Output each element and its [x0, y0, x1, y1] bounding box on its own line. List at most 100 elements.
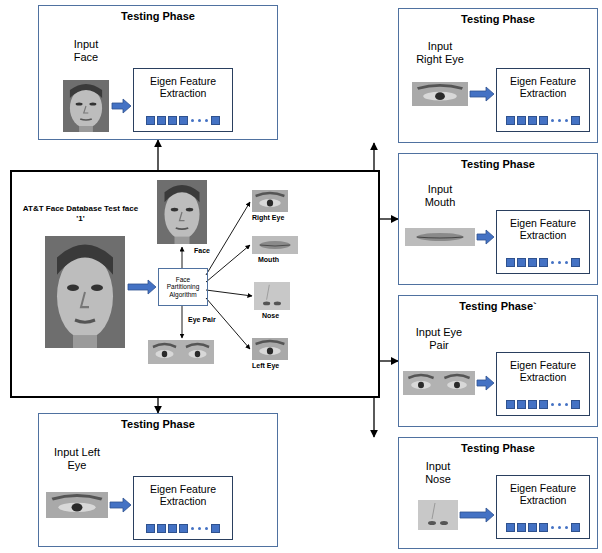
input-label: Input Right Eye	[415, 40, 465, 66]
eye-image	[46, 492, 108, 518]
ellipsis-dot	[205, 119, 208, 122]
connector-arrow	[380, 218, 398, 219]
ellipsis-dot	[551, 403, 554, 406]
vector-cell	[506, 116, 515, 125]
vector-cell	[528, 400, 537, 409]
feature-vector	[497, 523, 589, 532]
vector-cell	[539, 400, 548, 409]
mouth-image	[252, 236, 298, 254]
nose-image	[254, 282, 290, 310]
vector-cell	[517, 400, 526, 409]
eigen-feature-box: Eigen Feature Extraction	[133, 476, 233, 540]
box-title: Testing Phase	[399, 158, 597, 171]
vector-cell	[168, 524, 177, 533]
testing-phase-box: Testing PhaseInput Right EyeEigen Featur…	[398, 8, 598, 143]
input-label: Input Eye Pair	[414, 326, 464, 352]
vector-cell	[211, 116, 220, 125]
box-title: Testing Phase	[39, 10, 277, 23]
connector-arrow	[157, 140, 158, 170]
ellipsis-dot	[198, 527, 201, 530]
vector-cell	[157, 524, 166, 533]
face-part-image	[157, 180, 207, 244]
vector-cell	[528, 116, 537, 125]
vector-cell	[528, 523, 537, 532]
panel-heading: AT&T Face Database Test face '1'	[18, 204, 143, 224]
input-label: Input Face	[61, 38, 111, 64]
vector-cell	[146, 116, 155, 125]
ellipsis-dot	[558, 403, 561, 406]
connector-arrow	[373, 143, 374, 170]
box-text: Eigen Feature Extraction	[497, 211, 589, 241]
feature-vector	[497, 116, 589, 125]
vector-cell	[517, 116, 526, 125]
eigen-feature-box: Eigen Feature Extraction	[496, 352, 590, 416]
vector-cell	[506, 523, 515, 532]
vector-cell	[571, 116, 580, 125]
vector-cell	[168, 116, 177, 125]
right-eye-image	[252, 190, 288, 212]
box-text: Eigen Feature Extraction	[497, 476, 589, 506]
eye-pair-image	[148, 340, 214, 364]
vector-cell	[157, 116, 166, 125]
ellipsis-dot	[565, 403, 568, 406]
ellipsis-dot	[551, 526, 554, 529]
input-label: Input Left Eye	[52, 446, 102, 472]
box-title: Testing Phase`	[399, 300, 597, 313]
vector-cell	[146, 524, 155, 533]
input-label: Input Mouth	[415, 183, 465, 209]
testing-phase-box: Testing Phase` Input Eye PairEigen Featur…	[398, 295, 598, 427]
testing-phase-box: Testing PhaseInput MouthEigen Feature Ex…	[398, 153, 598, 285]
box-text: Eigen Feature Extraction	[134, 69, 232, 99]
eigen-feature-box: Eigen Feature Extraction	[496, 68, 590, 132]
face-image	[63, 80, 109, 132]
ellipsis-dot	[565, 261, 568, 264]
ellipsis-dot	[551, 119, 554, 122]
feature-vector	[134, 116, 232, 125]
testing-phase-box: Testing PhaseInput Left EyeEigen Feature…	[38, 413, 278, 547]
ellipsis-dot	[205, 527, 208, 530]
vector-cell	[571, 523, 580, 532]
box-title: Testing Phase	[39, 418, 277, 431]
feature-vector	[134, 524, 232, 533]
ellipsis-dot	[558, 119, 561, 122]
vector-cell	[539, 523, 548, 532]
ellipsis-dot	[551, 261, 554, 264]
feature-vector	[497, 400, 589, 409]
vector-cell	[571, 400, 580, 409]
vector-cell	[528, 258, 537, 267]
part-label: Face	[194, 247, 210, 255]
eye-image	[412, 82, 468, 106]
vector-cell	[179, 524, 188, 533]
box-text: Eigen Feature Extraction	[497, 69, 589, 99]
eigen-feature-box: Eigen Feature Extraction	[496, 475, 590, 539]
eigen-feature-box: Eigen Feature Extraction	[133, 68, 233, 132]
box-title: Testing Phase	[399, 13, 597, 26]
part-label: Mouth	[258, 256, 279, 264]
partition-arrows	[182, 202, 252, 349]
test-face-image	[45, 236, 125, 348]
box-title: Testing Phase	[399, 442, 597, 455]
ellipsis-dot	[191, 527, 194, 530]
part-label: Eye Pair	[188, 316, 216, 324]
ellipsis-dot	[558, 261, 561, 264]
connector-arrow	[373, 398, 374, 437]
connector-arrow	[380, 360, 398, 361]
box-text: Eigen Feature Extraction	[134, 477, 232, 507]
ellipsis-dot	[191, 119, 194, 122]
vector-cell	[571, 258, 580, 267]
vector-cell	[506, 258, 515, 267]
feature-vector	[497, 258, 589, 267]
ellipsis-dot	[565, 526, 568, 529]
connector-arrow	[157, 398, 158, 413]
ellipsis-dot	[558, 526, 561, 529]
part-label: Nose	[262, 312, 279, 320]
testing-phase-box: Testing PhaseInput FaceEigen Feature Ext…	[38, 5, 278, 140]
database-panel: AT&T Face Database Test face '1' Face Par…	[10, 170, 380, 398]
nose-image	[418, 500, 458, 530]
vector-cell	[506, 400, 515, 409]
eigen-feature-box: Eigen Feature Extraction	[496, 210, 590, 274]
vector-cell	[179, 116, 188, 125]
input-label: Input Nose	[413, 460, 463, 486]
box-text: Face Partitioning Algorithm	[161, 276, 205, 299]
